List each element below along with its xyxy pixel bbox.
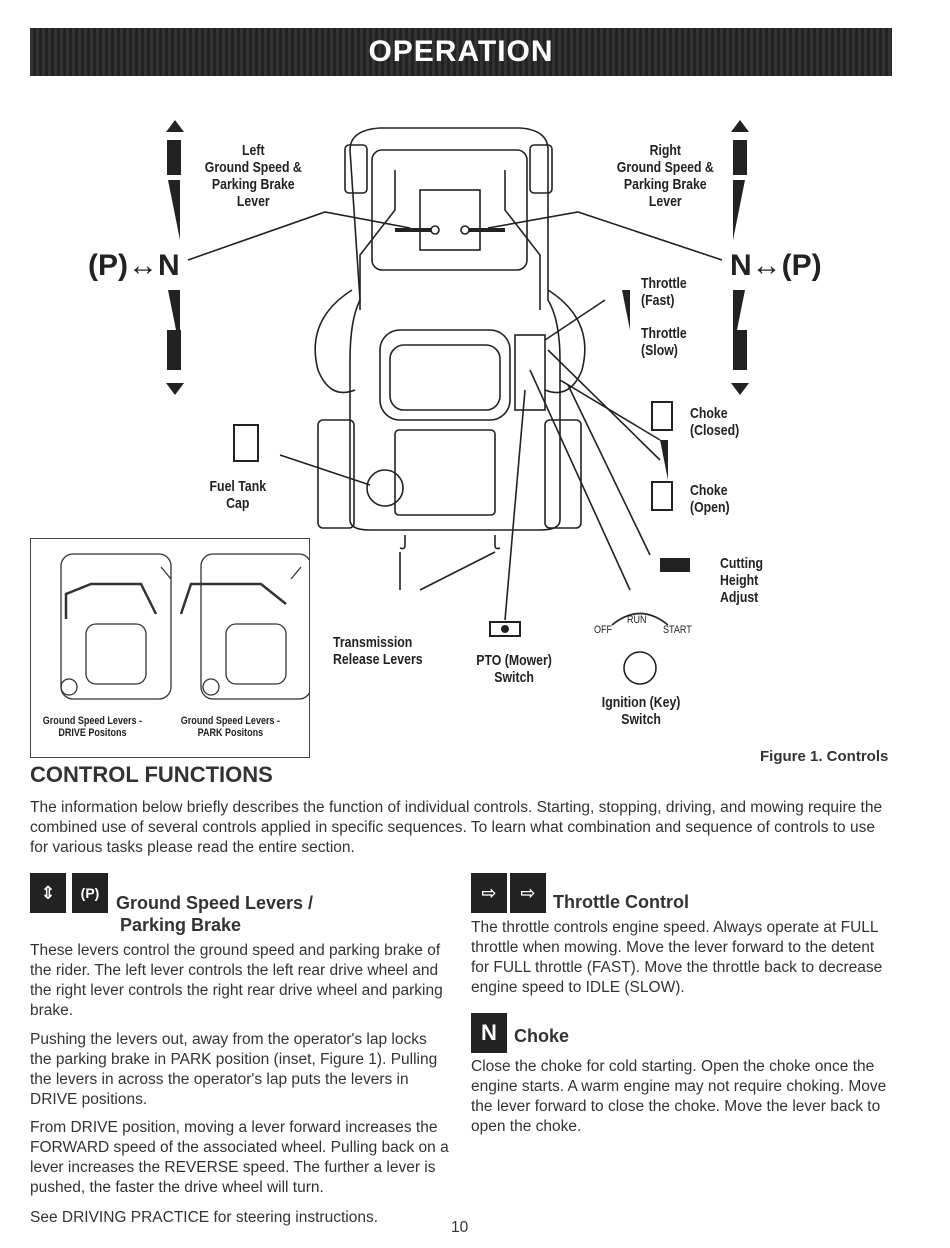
ground-speed-title-1: Ground Speed Levers /: [116, 893, 314, 913]
pto-icon: [489, 621, 521, 637]
fuel-tank-label: Fuel Tank Cap: [209, 478, 267, 512]
mower-hood: [371, 149, 528, 271]
throttle-fast-label: Throttle (Fast): [641, 275, 687, 309]
mower-body: [349, 127, 561, 531]
ground-speed-para-4: See DRIVING PRACTICE for steering instru…: [30, 1209, 379, 1226]
choke-icon: N: [471, 1013, 507, 1053]
throttle-slow-icon: ⇨: [510, 873, 546, 913]
cutting-height-label: Cutting Height Adjust: [720, 555, 764, 606]
choke-open-icon: [651, 481, 673, 511]
inset-drive-label: Ground Speed Levers - DRIVE Positons: [42, 715, 143, 739]
right-lever-label: Right Ground Speed & Parking Brake Lever: [616, 142, 714, 210]
left-park-neutral: (P)↔N: [88, 249, 180, 282]
ground-speed-para-2: Pushing the levers out, away from the op…: [30, 1031, 438, 1108]
ignition-start: START: [663, 624, 692, 636]
controls-diagram: [166, 120, 749, 685]
inset-park-label: Ground Speed Levers - PARK Positons: [180, 715, 281, 739]
choke-closed-label: Choke (Closed): [690, 405, 740, 439]
choke-closed-icon: [651, 401, 673, 431]
throttle-fast-icon: ⇨: [471, 873, 507, 913]
choke-para: Close the choke for cold starting. Open …: [471, 1058, 887, 1135]
hood-detail: [419, 189, 481, 251]
ground-speed-para-1: These levers control the ground speed an…: [30, 942, 443, 1019]
ignition-run: RUN: [627, 614, 647, 626]
cutting-height-icon: [660, 558, 690, 572]
park-icon: (P): [72, 873, 108, 913]
ground-speed-title-2: Parking Brake: [120, 915, 242, 935]
throttle-slow-label: Throttle (Slow): [641, 325, 687, 359]
transmission-label: Transmission Release Levers: [333, 634, 423, 668]
inset-drawing: [60, 553, 309, 700]
figure-caption: Figure 1. Controls: [760, 748, 889, 765]
ground-speed-icon: ⇕: [30, 873, 66, 913]
throttle-title: Throttle Control: [553, 892, 689, 912]
ignition-label: Ignition (Key) Switch: [601, 694, 681, 728]
page-number: 10: [451, 1219, 469, 1236]
inset-lever-positions: Ground Speed Levers - DRIVE Positons Gro…: [30, 538, 310, 758]
choke-title: Choke: [514, 1026, 570, 1046]
ground-speed-para-3: From DRIVE position, moving a lever forw…: [30, 1119, 449, 1196]
seat: [379, 329, 511, 421]
rear-left-wheel: [317, 419, 355, 529]
control-functions-title: CONTROL FUNCTIONS: [30, 762, 273, 787]
choke-open-label: Choke (Open): [690, 482, 730, 516]
fuel-cap-circle: [366, 469, 404, 507]
control-functions-intro: The information below briefly describes …: [30, 799, 883, 856]
pto-label: PTO (Mower) Switch: [476, 652, 552, 686]
section-banner: OPERATION: [30, 28, 892, 76]
rear-right-wheel: [544, 419, 582, 529]
left-lever-label: Left Ground Speed & Parking Brake Lever: [204, 142, 302, 210]
ignition-off: OFF: [594, 624, 613, 636]
fuel-pump-icon: [233, 424, 259, 462]
banner-title: OPERATION: [368, 35, 554, 68]
right-park-neutral: N↔(P): [730, 249, 822, 282]
throttle-para: The throttle controls engine speed. Alwa…: [471, 919, 883, 996]
